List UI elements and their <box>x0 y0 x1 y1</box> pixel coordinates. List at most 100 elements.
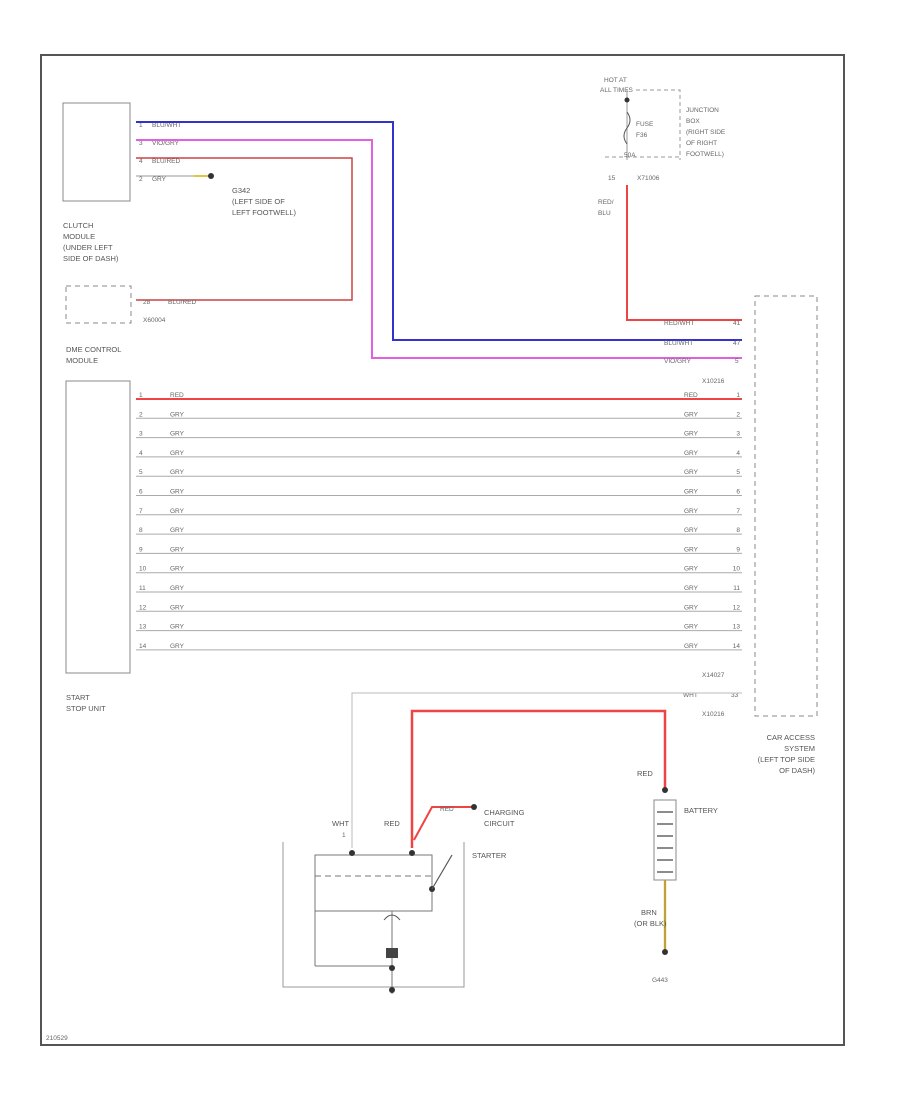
jb-label-5: FOOTWELL) <box>686 151 724 158</box>
junction-box: HOT AT ALL TIMES FUSE F36 50A JUNCTION B… <box>598 77 726 217</box>
cas-pin-3: 3 <box>736 431 740 438</box>
dme-label-2: MODULE <box>66 356 98 365</box>
cas-wire-color-2: GRY <box>684 411 699 418</box>
ssu-pin-5: 5 <box>139 469 143 476</box>
ssu-pin-2: 2 <box>139 411 143 418</box>
jb-label-4: OF RIGHT <box>686 140 717 147</box>
jb-label-1: JUNCTION <box>686 107 719 114</box>
cas-upper-pin-2: 47 <box>733 340 741 347</box>
clutch-wire-1: BLU/WHT <box>152 122 181 129</box>
cas-wire-color-9: GRY <box>684 546 699 553</box>
dme-connector: X60004 <box>143 317 166 324</box>
cas-wire-color-1: RED <box>684 392 698 399</box>
ssu-pin-8: 8 <box>139 527 143 534</box>
cas-upper-pin-1: 41 <box>733 320 741 327</box>
battery-label: BATTERY <box>684 806 718 815</box>
cas-wire-color-12: GRY <box>684 604 699 611</box>
ssu-wire-color-12: GRY <box>170 604 185 611</box>
cas-label-2: SYSTEM <box>784 744 815 753</box>
charging-label-2: CIRCUIT <box>484 819 515 828</box>
cas-upper-wire-1: RED/WHT <box>664 320 694 327</box>
cas-pin-10: 10 <box>733 566 741 573</box>
ground-g342-label-2: (LEFT SIDE OF <box>232 197 285 206</box>
cas-starter-pin: 33 <box>731 692 739 699</box>
battery-ground: G443 <box>652 977 668 984</box>
cas-label-3: (LEFT TOP SIDE <box>758 755 815 764</box>
battery: RED BATTERY BRN (OR BLK) G443 <box>634 769 718 984</box>
cas-upper-wire-3: VIO/GRY <box>664 358 692 365</box>
ground-g342: G342 (LEFT SIDE OF LEFT FOOTWELL) <box>232 186 297 217</box>
ssu-pin-14: 14 <box>139 643 147 650</box>
clutch-wire-3: VIO/GRY <box>152 140 180 147</box>
cas-connector-mid: X14027 <box>702 672 725 679</box>
cas-wire-color-3: GRY <box>684 431 699 438</box>
hot-label-2: ALL TIMES <box>600 87 634 94</box>
starter-motor: WHT 1 RED RED CHARGING CIRCUIT STARTER <box>282 806 525 994</box>
ssu-pin-3: 3 <box>139 431 143 438</box>
cas-wire-color-6: GRY <box>684 489 699 496</box>
ssu-wire-color-13: GRY <box>170 624 185 631</box>
fuse-label-1: FUSE <box>636 121 654 128</box>
ssu-pin-10: 10 <box>139 566 147 573</box>
battery-neg-wire-2: (OR BLK) <box>634 919 667 928</box>
cas-wire-color-7: GRY <box>684 508 699 515</box>
wire-red-charging <box>413 806 472 841</box>
cas-wire-color-11: GRY <box>684 585 699 592</box>
cas-pin-5: 5 <box>736 469 740 476</box>
ssu-pin-6: 6 <box>139 489 143 496</box>
jb-label-2: BOX <box>686 118 700 125</box>
cas-upper-wire-2: BLU/WHT <box>664 340 693 347</box>
dme-control-module: 28 BLU/RED X60004 DME CONTROL MODULE <box>65 285 196 365</box>
ssu-wire-color-10: GRY <box>170 566 185 573</box>
battery-pos-wire: RED <box>637 769 653 778</box>
ssu-pin-7: 7 <box>139 508 143 515</box>
ssu-wire-color-8: GRY <box>170 527 185 534</box>
cas-label-4: OF DASH) <box>779 766 815 775</box>
charging-dot <box>471 804 477 810</box>
jb-connector: X71006 <box>637 175 660 182</box>
ssu-wire-color-14: GRY <box>170 643 185 650</box>
starter-label: STARTER <box>472 851 507 860</box>
ssu-pin-1: 1 <box>139 392 143 399</box>
cas-wire-color-14: GRY <box>684 643 699 650</box>
ssu-pin-9: 9 <box>139 546 143 553</box>
clutch-pin-1: 1 <box>139 122 143 129</box>
fuse-label-2: F36 <box>636 132 648 139</box>
jb-wire-2: BLU <box>598 210 611 217</box>
jb-label-3: (RIGHT SIDE <box>686 129 726 136</box>
ssu-wire-color-7: GRY <box>170 508 185 515</box>
ssu-wire-color-9: GRY <box>170 546 185 553</box>
wire-wht-starter <box>351 692 742 848</box>
ssu-pin-4: 4 <box>139 450 143 457</box>
clutch-module-label-4: SIDE OF DASH) <box>63 254 119 263</box>
cas-pin-8: 8 <box>736 527 740 534</box>
ssu-wire-color-11: GRY <box>170 585 185 592</box>
cas-pin-6: 6 <box>736 489 740 496</box>
ssu-wire-color-2: GRY <box>170 411 185 418</box>
car-access-system: RED/WHT 41 BLU/WHT 47 VIO/GRY 5 X10216 X… <box>664 295 818 775</box>
ground-g342-label-1: G342 <box>232 186 250 195</box>
clutch-module-label-1: CLUTCH <box>63 221 93 230</box>
start-stop-label-1: START <box>66 693 90 702</box>
cas-upper-pin-3: 5 <box>735 358 739 365</box>
start-stop-label-2: STOP UNIT <box>66 704 106 713</box>
clutch-pin-2: 2 <box>139 176 143 183</box>
cas-pin-12: 12 <box>733 604 741 611</box>
diagram-id: 210529 <box>46 1035 68 1042</box>
clutch-wire-2: GRY <box>152 176 167 183</box>
cas-pin-14: 14 <box>733 643 741 650</box>
dme-pin: 28 <box>143 299 151 306</box>
cas-pin-9: 9 <box>736 546 740 553</box>
cas-pin-2: 2 <box>736 411 740 418</box>
ssu-wire-color-4: GRY <box>170 450 185 457</box>
starter-wht-label: WHT <box>332 819 349 828</box>
cas-wire-color-8: GRY <box>684 527 699 534</box>
wire-red-blu-red-wht <box>626 185 742 321</box>
jb-pin: 15 <box>608 175 616 182</box>
cas-wire-color-5: GRY <box>684 469 699 476</box>
ground-g342-label-3: LEFT FOOTWELL) <box>232 208 297 217</box>
cas-starter-wire: WHT <box>683 692 698 699</box>
cas-wire-color-4: GRY <box>684 450 699 457</box>
cas-connector-upper: X10216 <box>702 378 725 385</box>
starter-red-label: RED <box>384 819 400 828</box>
